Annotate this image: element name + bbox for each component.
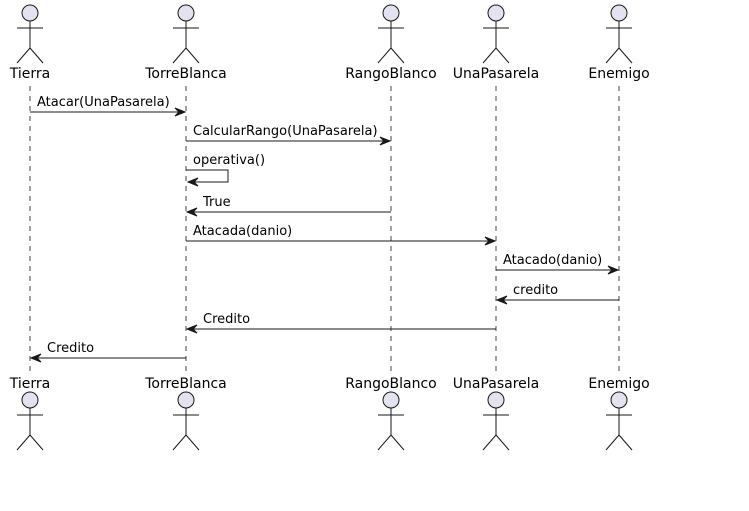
actor-label-rango-bottom: RangoBlanco	[345, 376, 437, 392]
message-label: Atacar(UnaPasarela)	[37, 95, 170, 110]
message-label: Credito	[47, 341, 94, 356]
message-8: Credito	[185, 312, 496, 334]
actor-enemigo-bottom	[605, 391, 633, 451]
actor-label-torre-bottom: TorreBlanca	[144, 376, 227, 392]
actor-label-tierra-top: Tierra	[9, 66, 50, 82]
arrowhead	[607, 265, 620, 275]
actor-pasarela-top	[482, 4, 510, 64]
actor-torre-bottom	[172, 391, 200, 451]
message-label: Atacado(danio)	[503, 253, 602, 268]
arrowhead	[185, 324, 198, 334]
actor-tierra-bottom	[16, 391, 44, 451]
arrowhead	[174, 107, 187, 117]
message-4: True	[185, 195, 391, 217]
arrowhead	[379, 136, 392, 146]
actor-right-leg	[185, 434, 200, 451]
message-6: Atacado(danio)	[496, 253, 620, 275]
actor-right-leg	[390, 434, 405, 451]
actor-pasarela-bottom	[482, 391, 510, 451]
actor-enemigo-top	[605, 4, 633, 64]
lifelines	[29, 86, 620, 374]
actor-torre-top	[172, 4, 200, 64]
actor-right-leg	[495, 47, 510, 64]
actor-label-pasarela-bottom: UnaPasarela	[453, 376, 540, 392]
actor-label-enemigo-bottom: Enemigo	[588, 376, 649, 392]
actor-head	[382, 391, 400, 409]
actors: TierraTierraTorreBlancaTorreBlancaRangoB…	[9, 4, 650, 451]
actor-right-leg	[29, 47, 44, 64]
actor-tierra-top	[16, 4, 44, 64]
actor-right-leg	[390, 47, 405, 64]
actor-left-leg	[605, 434, 620, 451]
actor-label-enemigo-top: Enemigo	[588, 66, 649, 82]
actor-rango-top	[377, 4, 405, 64]
message-7: credito	[495, 283, 619, 305]
actor-right-leg	[29, 434, 44, 451]
message-3: operativa()	[186, 153, 265, 187]
message-self-line	[186, 169, 229, 183]
message-label: True	[202, 195, 231, 210]
message-label: credito	[513, 283, 558, 298]
actor-label-torre-top: TorreBlanca	[144, 66, 227, 82]
message-5: Atacada(danio)	[186, 224, 497, 246]
message-label: Credito	[203, 312, 250, 327]
actor-head	[177, 391, 195, 409]
arrowhead	[495, 295, 508, 305]
message-label: Atacada(danio)	[193, 224, 292, 239]
messages: Atacar(UnaPasarela) CalcularRango(UnaPasa…	[29, 95, 620, 363]
message-label: operativa()	[193, 153, 265, 168]
actor-head	[382, 4, 400, 22]
actor-head	[610, 4, 628, 22]
actor-head	[177, 4, 195, 22]
actor-right-leg	[618, 434, 633, 451]
actor-label-rango-top: RangoBlanco	[345, 66, 437, 82]
actor-left-leg	[16, 434, 31, 451]
actor-head	[610, 391, 628, 409]
arrowhead	[484, 236, 497, 246]
actor-head	[21, 4, 39, 22]
actor-left-leg	[377, 47, 392, 64]
actor-label-tierra-bottom: Tierra	[9, 376, 50, 392]
actor-head	[487, 4, 505, 22]
message-2: CalcularRango(UnaPasarela)	[186, 124, 392, 146]
message-1: Atacar(UnaPasarela)	[30, 95, 187, 117]
actor-head	[487, 391, 505, 409]
arrowhead	[185, 207, 198, 217]
actor-left-leg	[377, 434, 392, 451]
arrowhead	[186, 177, 199, 187]
actor-left-leg	[16, 47, 31, 64]
actor-left-leg	[482, 47, 497, 64]
actor-head	[21, 391, 39, 409]
actor-right-leg	[618, 47, 633, 64]
actor-right-leg	[185, 47, 200, 64]
message-9: Credito	[29, 341, 186, 363]
actor-right-leg	[495, 434, 510, 451]
actor-left-leg	[482, 434, 497, 451]
actor-label-pasarela-top: UnaPasarela	[453, 66, 540, 82]
message-label: CalcularRango(UnaPasarela)	[193, 124, 378, 139]
actor-left-leg	[172, 47, 187, 64]
actor-rango-bottom	[377, 391, 405, 451]
actor-left-leg	[172, 434, 187, 451]
arrowhead	[29, 353, 42, 363]
actor-left-leg	[605, 47, 620, 64]
